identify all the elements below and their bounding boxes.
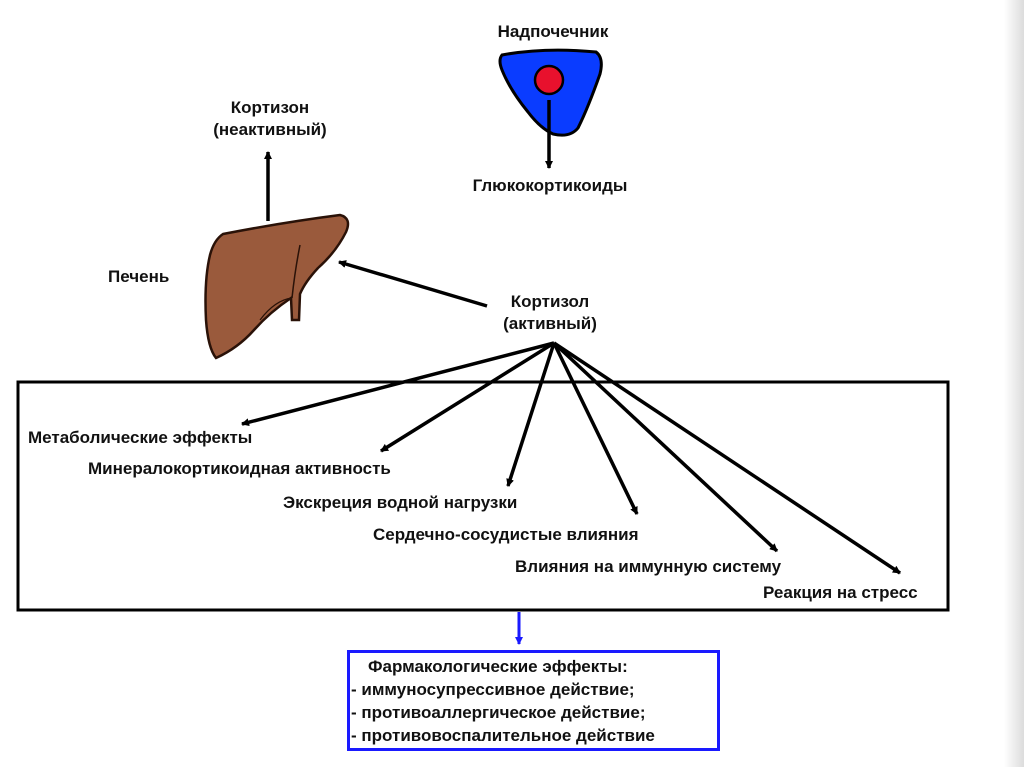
pharmacology-item: - иммуносупрессивное действие; <box>351 680 635 699</box>
liver-label: Печень <box>108 267 170 286</box>
arrow-to-mineralocorticoid <box>380 341 555 453</box>
arrow-to-water-excretion <box>506 342 556 487</box>
effect-immune: Влияния на иммунную систему <box>515 557 782 576</box>
adrenal-label: Надпочечник <box>497 22 609 41</box>
cortisol-label: Кортизол <box>510 292 590 311</box>
adrenal-gland-icon <box>498 48 603 137</box>
effect-stress: Реакция на стресс <box>763 583 918 602</box>
glucocorticoids-label: Глюкокортикоиды <box>472 176 628 195</box>
pharmacology-item: - противовоспалительное действие <box>351 726 655 745</box>
arrow-to-metabolic <box>241 341 555 427</box>
cortisone-label: Кортизон <box>230 98 310 117</box>
slide-edge-shadow <box>1004 0 1024 767</box>
arrows <box>241 100 901 575</box>
effect-metabolic: Метаболические эффекты <box>28 428 253 447</box>
pharmacology-box: Фармакологические эффекты: - иммуносупре… <box>347 650 720 751</box>
arrow-to-cardiovascular <box>552 342 639 515</box>
effect-cardiovascular: Сердечно-сосудистые влияния <box>373 525 639 544</box>
cortisone-state-label: (неактивный) <box>213 120 327 139</box>
pharmacology-title: Фармакологические эффекты: <box>368 657 628 676</box>
effect-water-excretion: Экскреция водной нагрузки <box>283 493 518 512</box>
arrow-to-immune <box>552 341 779 553</box>
cortisol-state-label: (активный) <box>503 314 597 333</box>
pharmacology-item: - противоаллергическое действие; <box>351 703 646 722</box>
effects-box <box>16 380 950 612</box>
liver-icon <box>204 213 350 360</box>
arrow-to-stress <box>553 341 901 575</box>
effect-mineralocorticoid: Минералокортикоидная активность <box>88 459 391 478</box>
arrow-cortisol-to-liver <box>338 260 488 308</box>
